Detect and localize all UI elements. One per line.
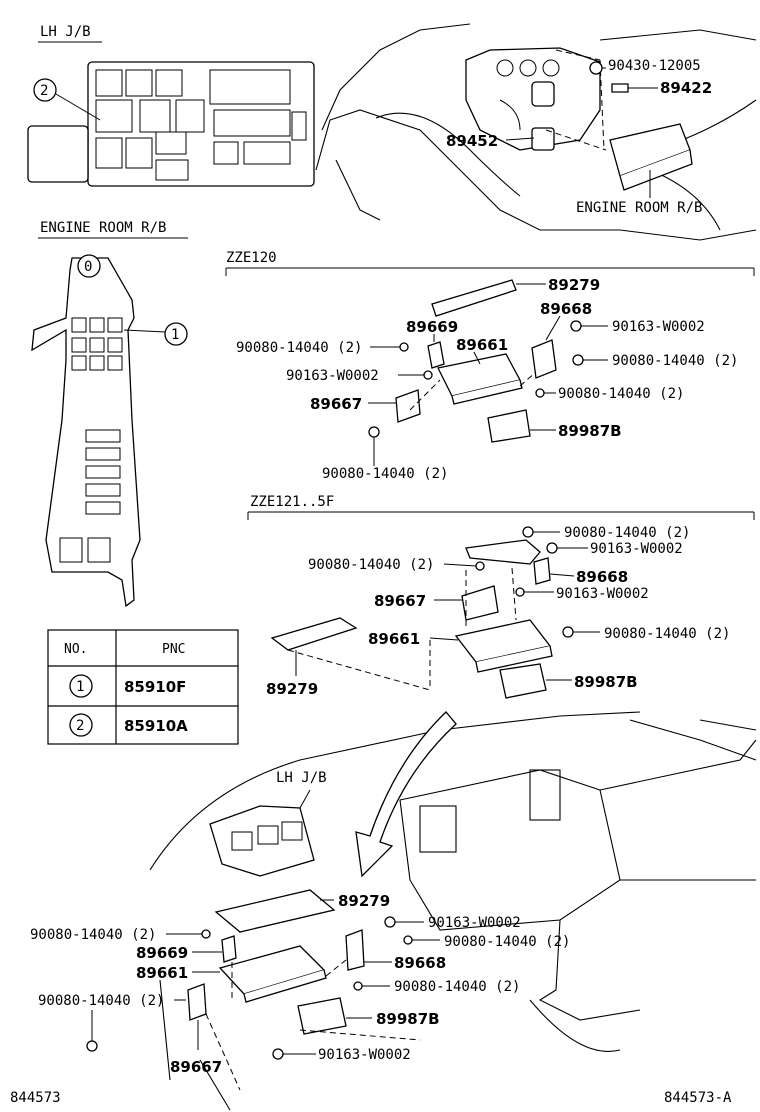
table-header-pnc: PNC — [162, 642, 185, 657]
zze120-section: ZZE120 89279 89661 89668 89669 90163-W00… — [225, 250, 755, 482]
bottom-part-90080-14040-b: 90080-14040 (2) — [30, 927, 156, 943]
zze121-part-89279: 89279 — [266, 680, 318, 698]
marker-0: 0 — [84, 259, 92, 275]
marker-2: 2 — [40, 83, 48, 99]
zze120-part-89668: 89668 — [540, 300, 592, 318]
zze120-part-89279: 89279 — [548, 276, 600, 294]
engine-room-rb-relay-box: ENGINE ROOM R/B 0 1 — [31, 220, 188, 608]
zze120-part-89669: 89669 — [406, 318, 458, 336]
bottom-part-90080-14040-d: 90080-14040 (2) — [394, 979, 520, 995]
part-89422: 89422 — [660, 79, 712, 97]
zze120-part-90163-w0002-a: 90163-W0002 — [612, 319, 705, 335]
footer-right-code: 844573-A — [664, 1090, 732, 1106]
zze121-section: ZZE121..5F 90080-14040 (2) 90163-W0002 9… — [247, 494, 755, 699]
bottom-part-89668: 89668 — [394, 954, 446, 972]
lh-jb-heading: LH J/B — [40, 24, 91, 40]
zze121-part-90080-14040-c: 90080-14040 (2) — [604, 626, 730, 642]
bottom-part-89987b: 89987B — [376, 1010, 440, 1028]
bottom-part-89669: 89669 — [136, 944, 188, 962]
zze121-heading: ZZE121..5F — [250, 494, 334, 510]
marker-1: 1 — [171, 327, 179, 343]
bottom-part-90080-14040-c: 90080-14040 (2) — [38, 993, 164, 1009]
zze120-part-89987b: 89987B — [558, 422, 622, 440]
zze120-part-90080-14040-d: 90080-14040 (2) — [322, 466, 448, 482]
dashboard-illustration: LH J/B 89279 90163-W0002 90080-14040 (2)… — [30, 711, 757, 1111]
engine-bay-illustration: 90430-12005 89422 89452 ENGINE ROOM R/B — [315, 23, 757, 241]
table-row-1-pnc: 85910F — [124, 678, 186, 696]
bottom-part-90080-14040-a: 90080-14040 (2) — [444, 934, 570, 950]
pnc-table: NO. PNC 1 85910F 2 85910A — [47, 629, 239, 745]
zze120-part-90080-14040-b: 90080-14040 (2) — [612, 353, 738, 369]
zze121-part-90080-14040-b: 90080-14040 (2) — [308, 557, 434, 573]
table-header-no: NO. — [64, 642, 87, 657]
table-row-2-pnc: 85910A — [124, 717, 188, 735]
bottom-part-90163-w0002-a: 90163-W0002 — [428, 915, 521, 931]
table-row-2-no: 2 — [76, 718, 84, 734]
zze120-part-90163-w0002-b: 90163-W0002 — [286, 368, 379, 384]
zze121-part-89668: 89668 — [576, 568, 628, 586]
lh-jb-callout: LH J/B — [276, 770, 327, 786]
engine-room-rb-heading: ENGINE ROOM R/B — [40, 220, 166, 236]
bottom-part-89661: 89661 — [136, 964, 188, 982]
zze121-part-90080-14040-a: 90080-14040 (2) — [564, 525, 690, 541]
zze121-part-90163-w0002-b: 90163-W0002 — [556, 586, 649, 602]
lh-jb-fuse-box: LH J/B 2 — [27, 24, 315, 187]
zze120-part-89661: 89661 — [456, 336, 508, 354]
zze120-part-90080-14040-c: 90080-14040 (2) — [558, 386, 684, 402]
zze120-part-89667: 89667 — [310, 395, 362, 413]
zze121-part-89667: 89667 — [374, 592, 426, 610]
zze121-part-89987b: 89987B — [574, 673, 638, 691]
engine-room-rb-callout: ENGINE ROOM R/B — [576, 200, 702, 216]
zze121-part-90163-w0002-a: 90163-W0002 — [590, 541, 683, 557]
zze121-part-89661: 89661 — [368, 630, 420, 648]
part-90430-12005: 90430-12005 — [608, 58, 701, 74]
footer-left-code: 844573 — [10, 1090, 61, 1106]
bottom-part-89279: 89279 — [338, 892, 390, 910]
bottom-part-90163-w0002-b: 90163-W0002 — [318, 1047, 411, 1063]
part-89452: 89452 — [446, 132, 498, 150]
bottom-part-89667: 89667 — [170, 1058, 222, 1076]
zze120-part-90080-14040-a: 90080-14040 (2) — [236, 340, 362, 356]
zze120-heading: ZZE120 — [226, 250, 277, 266]
table-row-1-no: 1 — [76, 679, 84, 695]
